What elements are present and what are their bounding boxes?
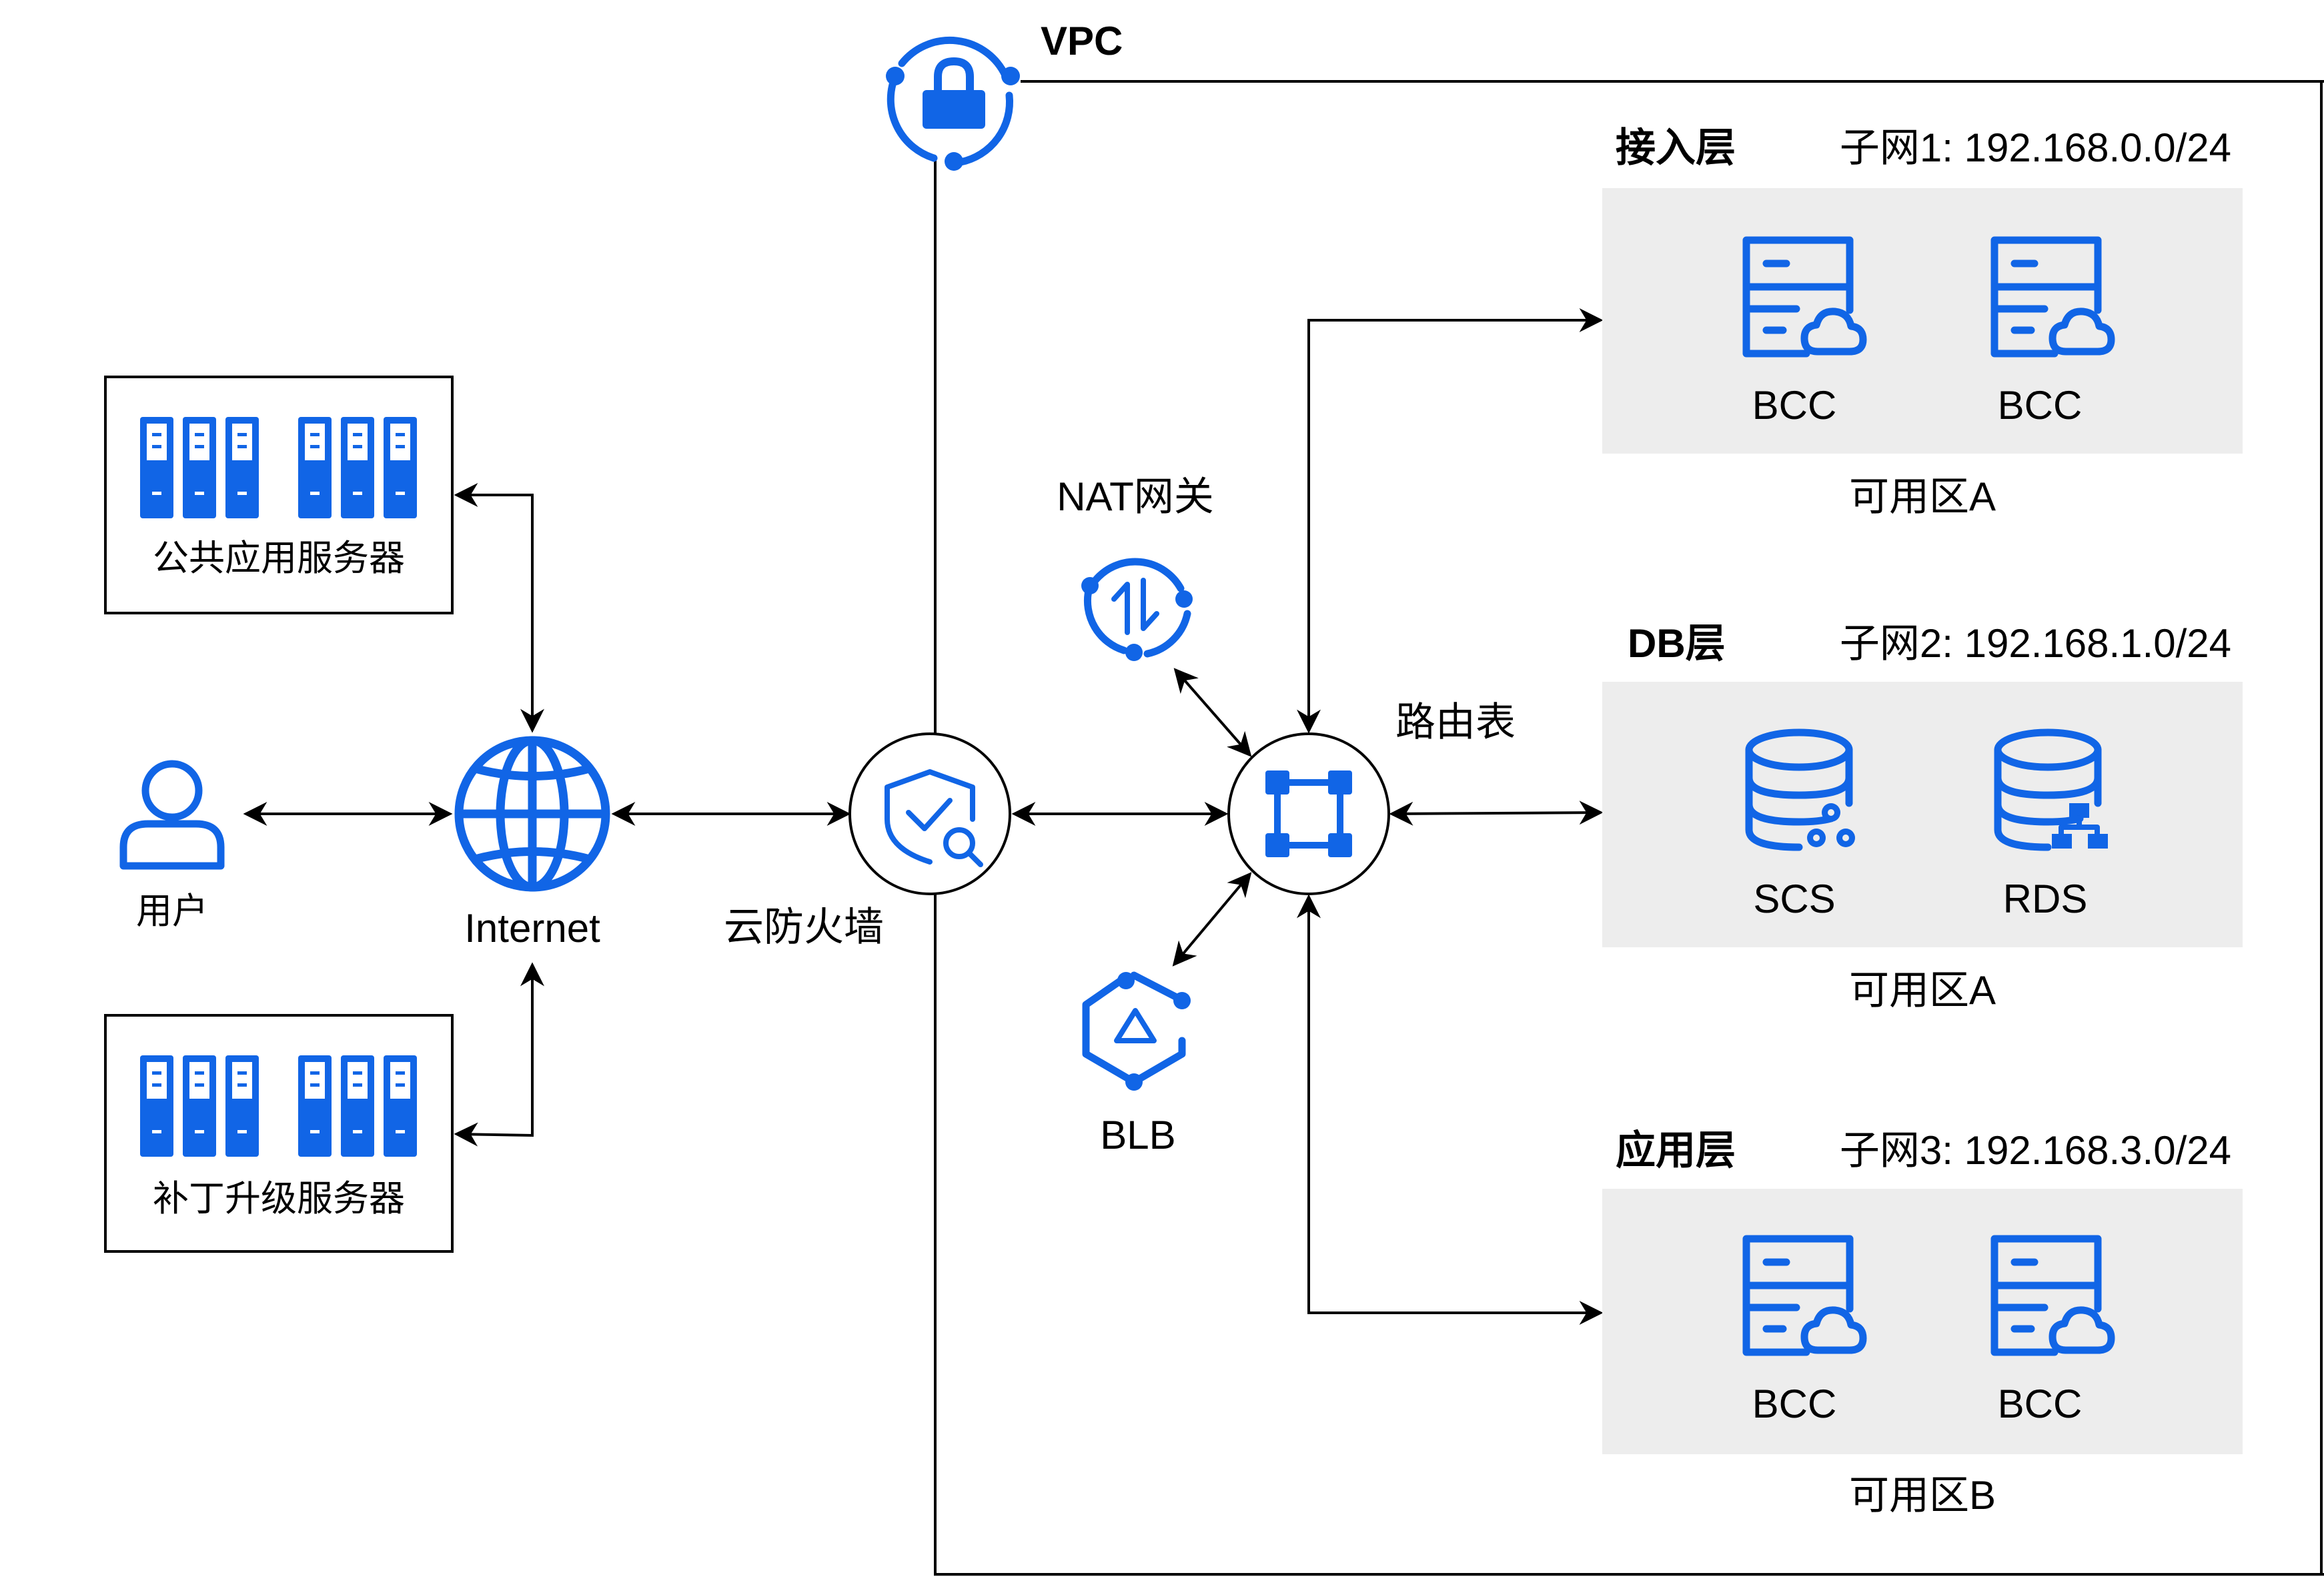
rds-database-icon xyxy=(1998,732,2108,849)
nat-label: NAT网关 xyxy=(1057,474,1214,519)
vpc-lock-icon xyxy=(886,36,1020,171)
router-node[interactable] xyxy=(1227,732,1390,895)
subnet-1-cidr: 子网1: 192.168.0.0/24 xyxy=(1840,125,2231,170)
firewall-node[interactable] xyxy=(848,732,1011,895)
nat-router-link xyxy=(1173,668,1252,757)
subnet-3-zone[interactable] xyxy=(1602,1189,2243,1454)
subnet-2-cidr: 子网2: 192.168.1.0/24 xyxy=(1840,621,2231,666)
subnet-3-layer: 应用层 xyxy=(1616,1128,1736,1173)
server-rack-icon xyxy=(140,1055,259,1157)
subnet-2-zone-label: 可用区A xyxy=(1849,968,1996,1013)
user-icon xyxy=(119,760,225,870)
subnet-2-node-1-label: SCS xyxy=(1753,877,1835,921)
router-access-layer-link xyxy=(1297,308,1604,734)
router-db-layer-link xyxy=(1389,801,1604,826)
public-servers-label: 公共应用服务器 xyxy=(153,538,405,578)
scs-database-icon xyxy=(1749,732,1855,847)
internet-label: Internet xyxy=(464,906,600,951)
server-rack-icon xyxy=(140,417,259,518)
route-table-icon xyxy=(1265,770,1352,857)
globe-icon xyxy=(454,736,610,892)
subnet-2-node-2-label: RDS xyxy=(2003,877,2088,921)
server-rack-icon xyxy=(298,1055,417,1157)
blb-label: BLB xyxy=(1100,1113,1175,1157)
subnet-3-zone-label: 可用区B xyxy=(1849,1473,1996,1518)
load-balancer-icon xyxy=(1082,971,1191,1091)
subnet-3-cidr: 子网3: 192.168.3.0/24 xyxy=(1840,1128,2231,1173)
user-label: 用户 xyxy=(136,891,208,931)
subnet-2-zone[interactable] xyxy=(1602,682,2243,947)
server-rack-icon xyxy=(298,417,417,518)
blb-router-link xyxy=(1172,872,1252,967)
subnet-1-node-1-label: BCC xyxy=(1752,383,1837,428)
nat-gateway-icon xyxy=(1081,558,1193,661)
shield-check-icon xyxy=(885,769,983,867)
subnet-1-zone[interactable] xyxy=(1602,188,2243,454)
subnet-2-layer: DB层 xyxy=(1628,621,1726,666)
patch-servers-box[interactable] xyxy=(104,1014,454,1253)
public-servers-internet-link xyxy=(454,483,544,733)
subnet-1-layer: 接入层 xyxy=(1616,125,1736,170)
patch-servers-label: 补丁升级服务器 xyxy=(153,1179,405,1219)
patch-servers-internet-link xyxy=(454,962,544,1147)
router-app-layer-link xyxy=(1297,894,1604,1325)
subnet-1-node-2-label: BCC xyxy=(1998,383,2083,428)
subnet-3-node-2-label: BCC xyxy=(1998,1382,2083,1426)
router-label: 路由表 xyxy=(1395,700,1516,744)
vpc-boundary xyxy=(934,80,2324,1576)
subnet-1-zone-label: 可用区A xyxy=(1849,474,1996,519)
firewall-label: 云防火墙 xyxy=(724,905,884,949)
public-servers-box[interactable] xyxy=(104,376,454,614)
subnet-3-node-1-label: BCC xyxy=(1752,1382,1837,1426)
vpc-label: VPC xyxy=(1041,19,1123,63)
